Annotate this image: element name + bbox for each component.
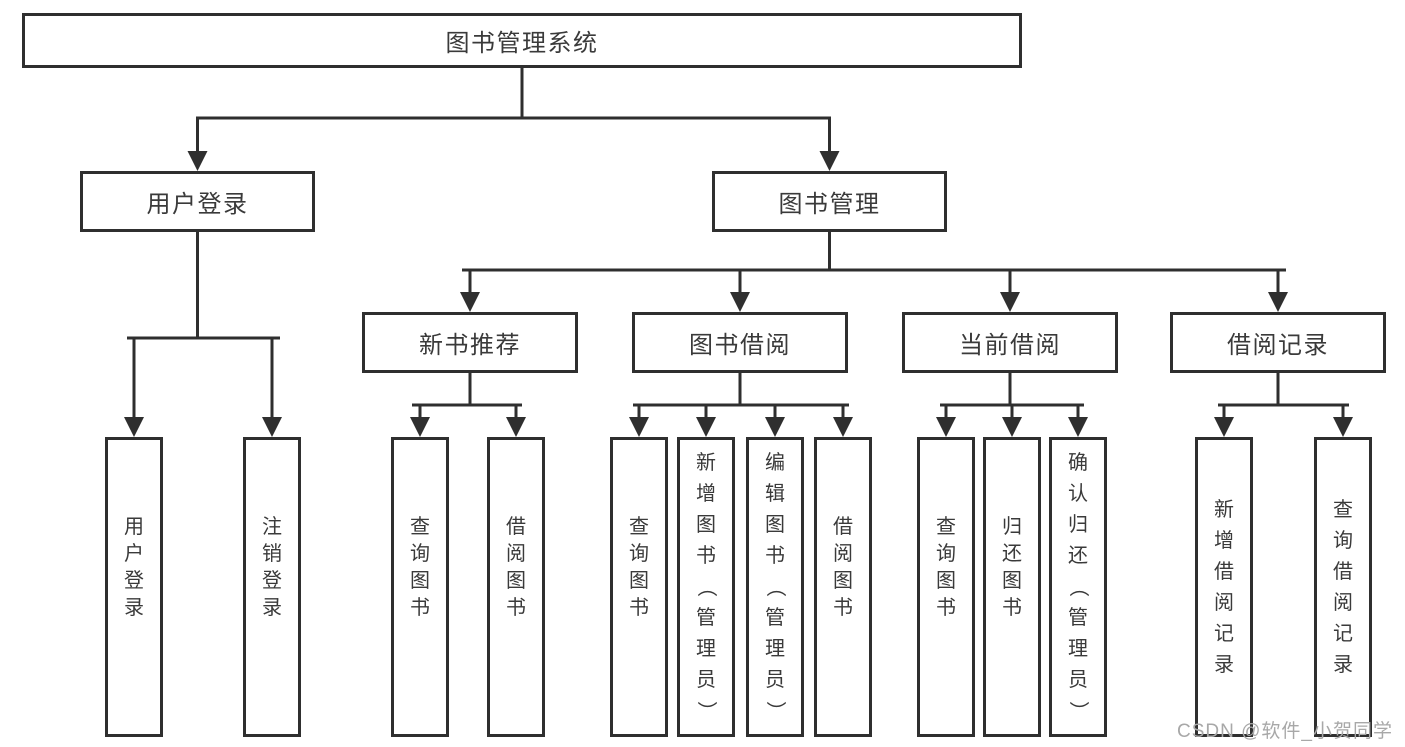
leaf-return-books: 归还图书 bbox=[983, 437, 1041, 737]
leaf-logout: 注销登录 bbox=[243, 437, 301, 737]
leaf-add-borrow-record: 新增借阅记录 bbox=[1195, 437, 1253, 737]
node-book-borrowing: 图书借阅 bbox=[632, 312, 848, 373]
csdn-watermark: CSDN @软件_小贺同学 bbox=[1177, 721, 1393, 742]
node-current-borrowing: 当前借阅 bbox=[902, 312, 1118, 373]
leaf-query-books-borrowing: 查询图书 bbox=[610, 437, 668, 737]
leaf-add-books-admin: 新增图书（管理员） bbox=[677, 437, 735, 737]
leaf-borrow-books-borrowing: 借阅图书 bbox=[814, 437, 872, 737]
node-new-book-recommend: 新书推荐 bbox=[362, 312, 578, 373]
leaf-query-books-current: 查询图书 bbox=[917, 437, 975, 737]
leaf-query-books-recommend: 查询图书 bbox=[391, 437, 449, 737]
leaf-borrow-books-recommend: 借阅图书 bbox=[487, 437, 545, 737]
node-book-management: 图书管理 bbox=[712, 171, 947, 232]
node-book-management-system: 图书管理系统 bbox=[22, 13, 1022, 68]
node-borrowing-records: 借阅记录 bbox=[1170, 312, 1386, 373]
leaf-user-login: 用户登录 bbox=[105, 437, 163, 737]
leaf-edit-books-admin: 编辑图书（管理员） bbox=[746, 437, 804, 737]
leaf-confirm-return-admin: 确认归还（管理员） bbox=[1049, 437, 1107, 737]
leaf-query-borrow-record: 查询借阅记录 bbox=[1314, 437, 1372, 737]
node-user-login: 用户登录 bbox=[80, 171, 315, 232]
